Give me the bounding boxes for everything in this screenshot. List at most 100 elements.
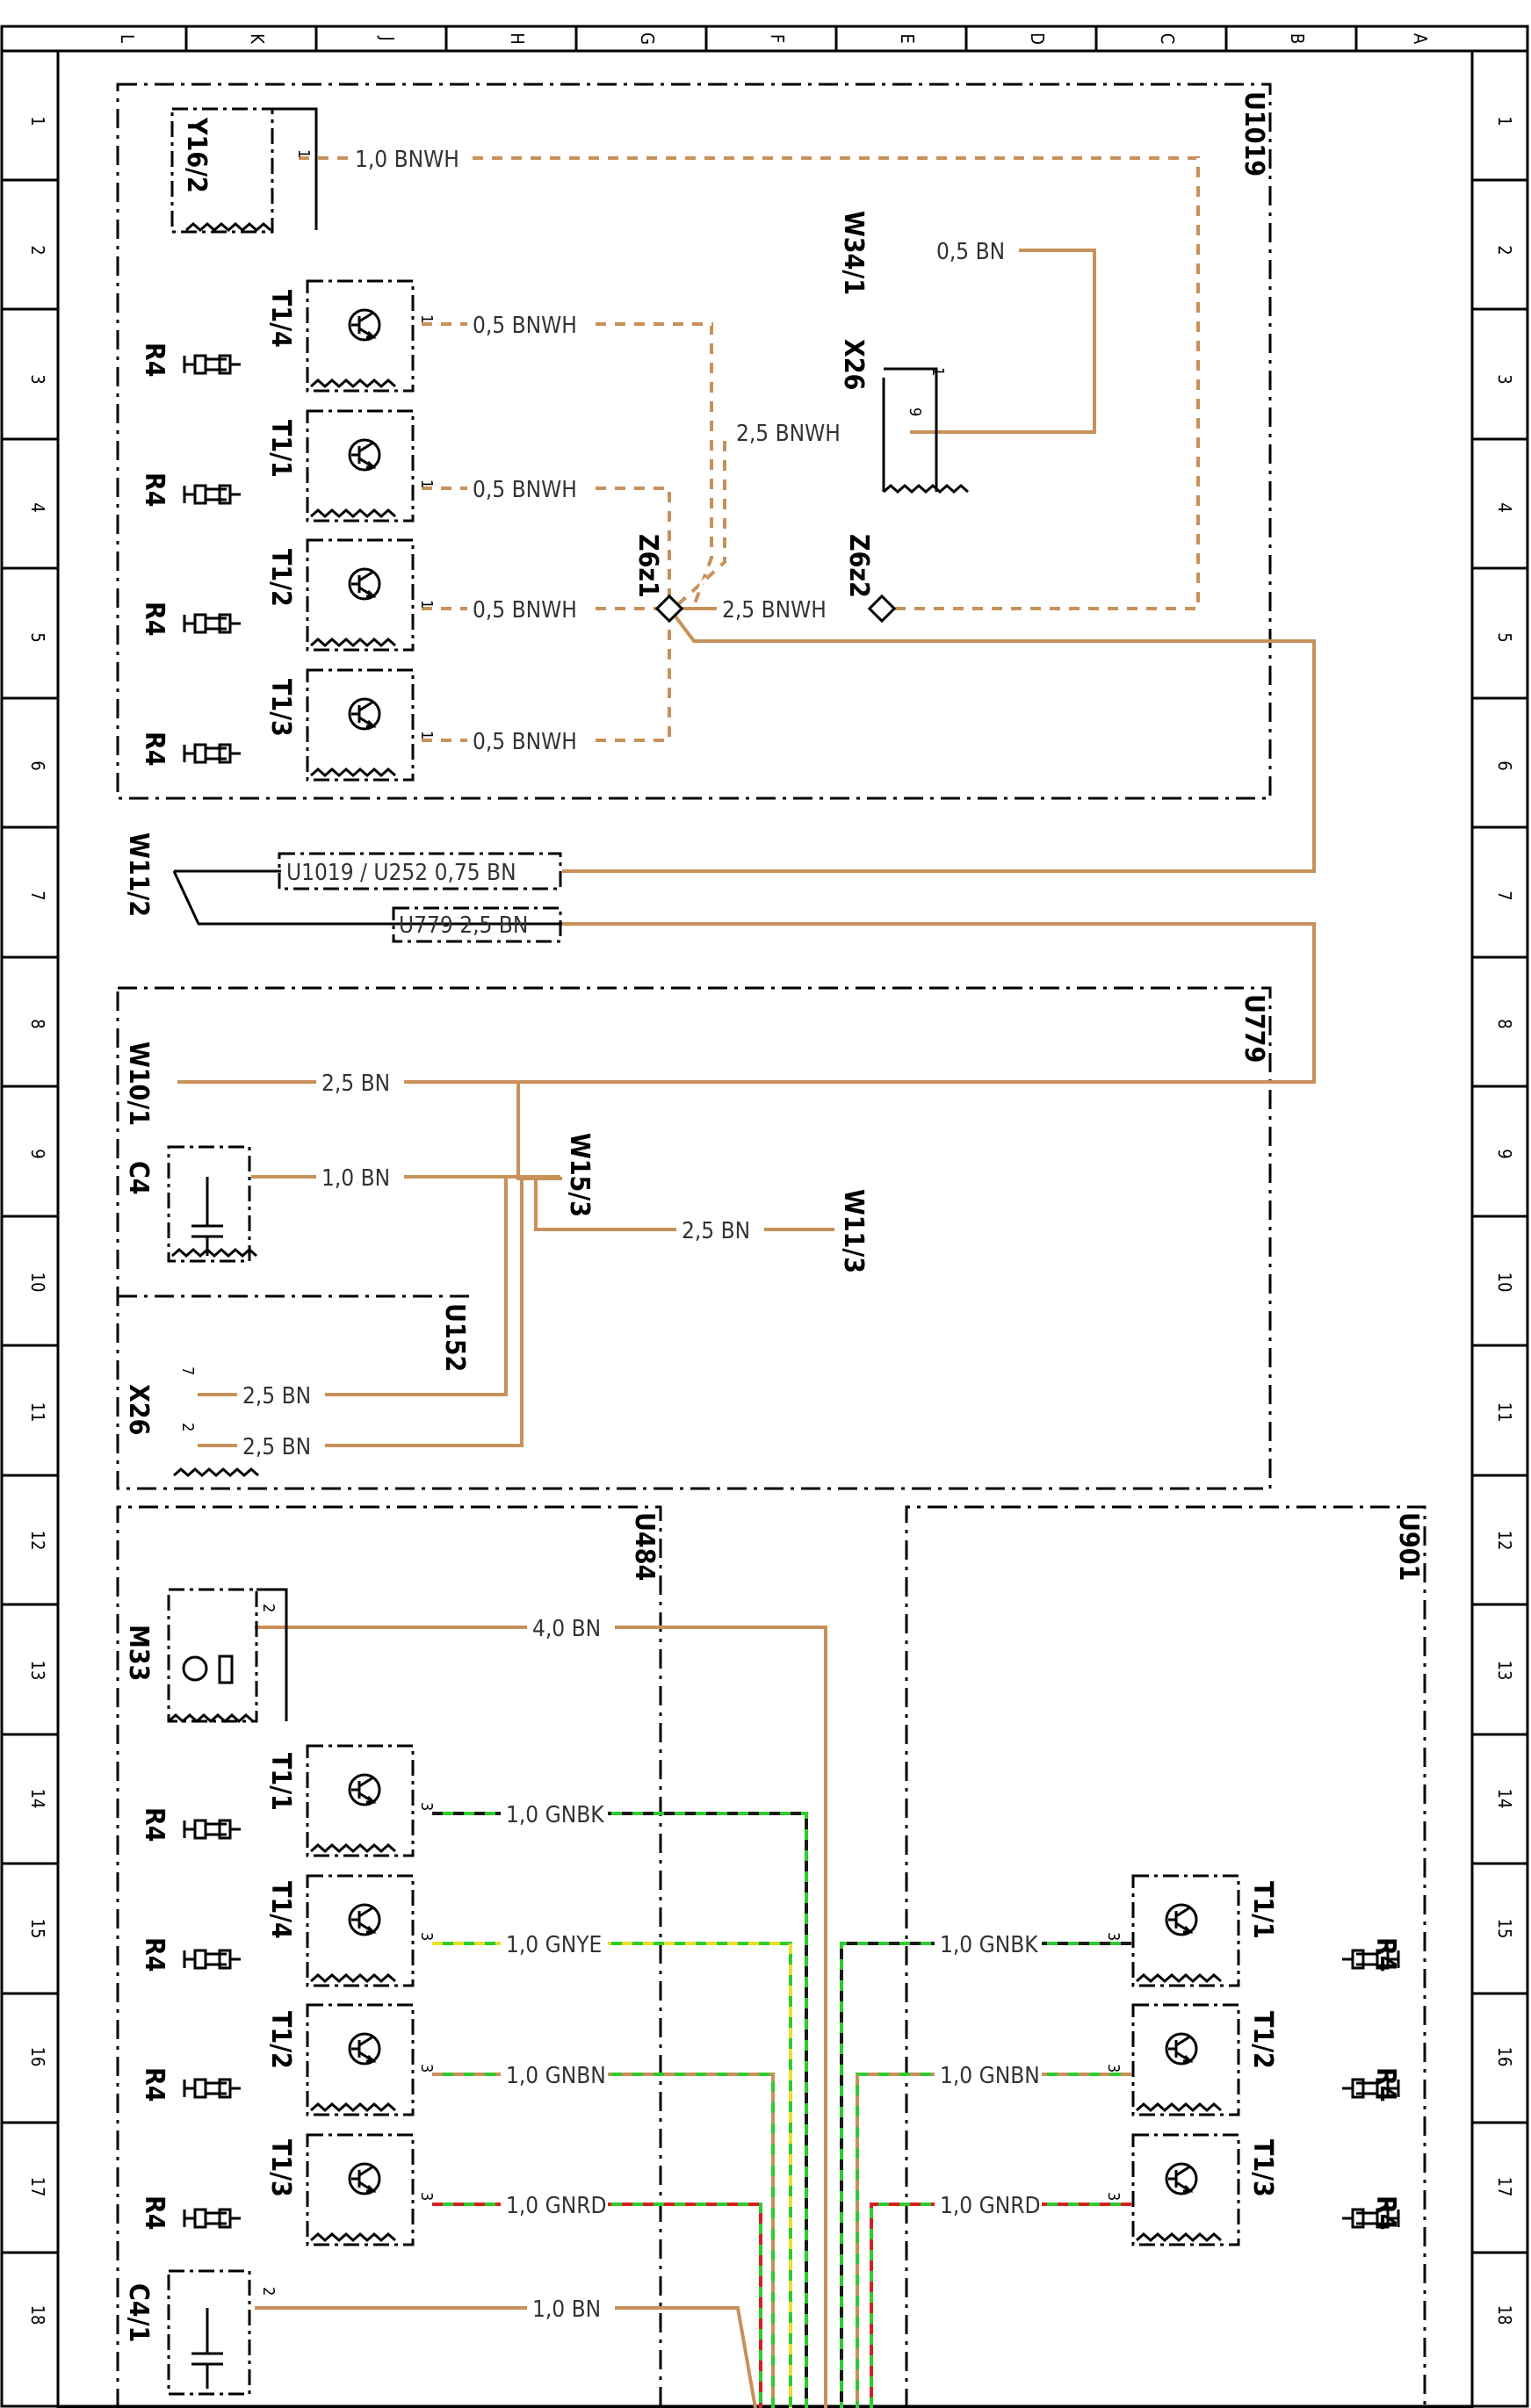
pin-number: 3 <box>417 2064 436 2073</box>
row-label: 1 <box>1494 116 1515 126</box>
pin-number: 3 <box>1104 2192 1123 2201</box>
wire-label: 1,0 GNBK <box>506 1802 604 1828</box>
wire-label: 2,5 BNWH <box>736 421 841 447</box>
unit-label-u152: U152 <box>439 1303 470 1372</box>
component-r4: R4 <box>1370 2067 1401 2102</box>
column-label: H <box>507 32 528 45</box>
wire-label: 2,5 BN <box>321 1071 390 1097</box>
column-label: D <box>1027 32 1048 45</box>
pin-number: 2 <box>259 1604 278 1612</box>
row-label: 3 <box>27 374 48 384</box>
row-label: 8 <box>1494 1019 1515 1028</box>
splice-z6z1 <box>654 594 684 624</box>
pin-number: 7 <box>178 1366 197 1375</box>
wire-m33 <box>255 1626 827 2408</box>
unit-label-u901: U901 <box>1393 1512 1424 1581</box>
column-label: E <box>897 33 918 43</box>
pin-number: 1 <box>417 600 436 609</box>
pin-number: 3 <box>1104 1932 1123 1941</box>
component-c4: C4 <box>123 1161 154 1195</box>
row-label: 7 <box>1494 890 1515 900</box>
component-w11-3: W11/3 <box>838 1189 869 1273</box>
component-t1-2: T1/2 <box>265 549 296 607</box>
row-label: 15 <box>27 1919 48 1939</box>
row-label: 9 <box>27 1149 48 1158</box>
row-label: 9 <box>1494 1149 1515 1158</box>
row-label: 13 <box>1494 1661 1515 1681</box>
row-label: 16 <box>1494 2047 1515 2067</box>
column-label: F <box>767 34 788 43</box>
component-t1-4: T1/4 <box>265 1881 296 1939</box>
wire-label: 1,0 GNYE <box>506 1932 602 1958</box>
component-r4: R4 <box>139 602 170 637</box>
component-t1-2: T1/2 <box>265 2011 296 2069</box>
component-r4: R4 <box>139 472 170 508</box>
wire-label: 2,5 BNWH <box>722 597 827 624</box>
row-label: 10 <box>27 1272 48 1293</box>
wire-label: 1,0 GNRD <box>506 2193 607 2219</box>
pin-number: 1 <box>417 731 436 739</box>
drawing-frame: L K J H G F E D C B A 1 2 3 4 5 6 7 8 9 … <box>0 25 1529 2408</box>
column-label: G <box>637 32 658 45</box>
wire-label: 0,5 BN <box>936 239 1005 265</box>
row-label: 11 <box>1494 1402 1515 1423</box>
row-label: 17 <box>1494 2177 1515 2197</box>
component-t1-3: T1/3 <box>265 679 296 737</box>
wires <box>172 156 1316 2408</box>
component-t1-4: T1/4 <box>265 290 296 348</box>
row-label: 12 <box>1494 1531 1515 1551</box>
components <box>167 107 1400 2396</box>
column-label: J <box>377 35 398 40</box>
wire-label: 4,0 BN <box>532 1616 601 1642</box>
component-c4-1: C4/1 <box>123 2283 154 2342</box>
splice-z6z2 <box>867 594 897 624</box>
component-m33: M33 <box>123 1625 154 1681</box>
wire-label: 1,0 BN <box>532 2296 601 2323</box>
row-label: 17 <box>27 2177 48 2197</box>
component-y16-2: Y16/2 <box>181 117 212 193</box>
pin-number: 1 <box>294 149 313 158</box>
pin-number: 9 <box>906 407 924 416</box>
row-label: 16 <box>27 2047 48 2067</box>
wire-label: 0,5 BNWH <box>473 313 577 339</box>
column-label: A <box>1410 33 1431 45</box>
component-r4: R4 <box>139 2067 170 2102</box>
pin-number: 3 <box>417 1802 436 1811</box>
wire-label: 2,5 BN <box>682 1218 750 1244</box>
row-label: 2 <box>27 245 48 255</box>
wire-label: 0,5 BNWH <box>473 597 577 624</box>
component-w11-2: W11/2 <box>123 833 154 917</box>
wire-label: 0,5 BNWH <box>473 477 577 503</box>
component-t1-1: T1/1 <box>265 420 296 478</box>
wire-c41 <box>255 2306 757 2408</box>
wire-label: U1019 / U252 0,75 BN <box>286 860 516 886</box>
pin-number: 2 <box>259 2287 278 2296</box>
component-x26: X26 <box>838 339 869 390</box>
component-t1-1: T1/1 <box>1247 1881 1278 1939</box>
row-label: 4 <box>27 502 48 512</box>
pin-number: 1 <box>417 479 436 488</box>
splice-label-z6z1: Z6z1 <box>632 534 663 598</box>
wire-w10-branch <box>413 1080 562 1180</box>
wire-u779-cable <box>177 922 1316 1084</box>
row-label: 8 <box>27 1019 48 1028</box>
wire-label: 1,0 GNBN <box>940 2063 1040 2089</box>
pin-number: 1 <box>928 367 947 376</box>
unit-label-u484: U484 <box>629 1512 660 1581</box>
component-r4: R4 <box>139 342 170 378</box>
unit-label-u1019: U1019 <box>1239 91 1269 177</box>
row-label: 2 <box>1494 245 1515 255</box>
wire-label: 1,0 BNWH <box>355 147 459 173</box>
splices <box>654 594 897 624</box>
row-label: 12 <box>27 1531 48 1551</box>
component-x26: X26 <box>123 1384 154 1435</box>
component-w10-1: W10/1 <box>123 1042 154 1126</box>
component-r4: R4 <box>139 1807 170 1842</box>
row-label: 6 <box>1494 761 1515 770</box>
wire-u1019-cable <box>562 604 1316 873</box>
pin-number: 3 <box>417 1932 436 1941</box>
component-t1-3: T1/3 <box>1247 2139 1278 2197</box>
component-r4: R4 <box>139 1937 170 1972</box>
row-label: 15 <box>1494 1919 1515 1939</box>
